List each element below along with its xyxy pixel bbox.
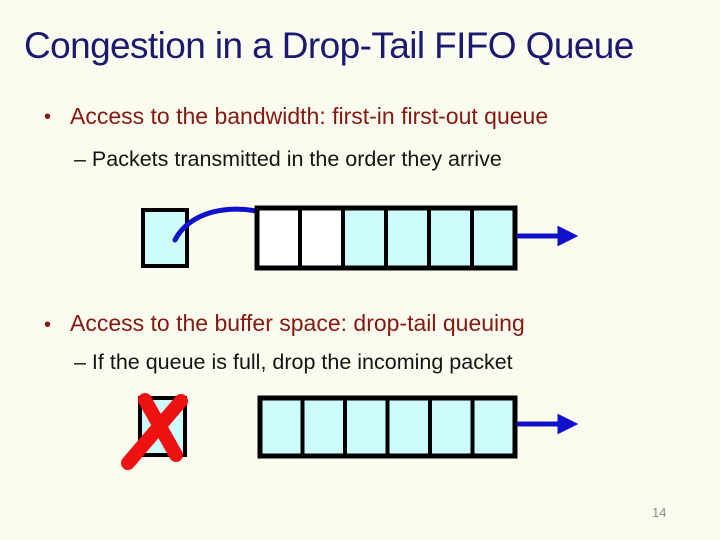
sub-bullet-fifo-order: – Packets transmitted in the order they …	[74, 147, 502, 171]
bullet-buffer-space: Access to the buffer space: drop-tail qu…	[70, 310, 525, 336]
drop-x-icon	[121, 393, 188, 470]
queue-frame	[257, 395, 518, 459]
queue-cell	[470, 206, 517, 270]
queue-cell	[385, 396, 432, 458]
queue-cell	[427, 206, 474, 270]
page-number: 14	[652, 505, 667, 520]
fifo-queue-diagram	[141, 205, 579, 271]
bullet-bandwidth: Access to the bandwidth: first-in first-…	[70, 103, 549, 129]
sub-bullet-drop-packet: – If the queue is full, drop the incomin…	[74, 350, 513, 374]
queue-cell	[343, 396, 390, 458]
queue-frame	[254, 205, 518, 271]
bullet-marker: •	[44, 106, 52, 128]
drop-tail-queue-diagram	[121, 393, 579, 470]
fifo-queue-cells	[255, 206, 517, 270]
queue-cell	[428, 396, 475, 458]
bullet-marker: •	[44, 314, 52, 336]
queue-cell	[470, 396, 517, 458]
queue-cell	[258, 396, 305, 458]
full-queue-cells	[258, 396, 517, 458]
queue-cell	[341, 206, 388, 270]
queue-cell	[384, 206, 431, 270]
queue-cell	[300, 396, 347, 458]
incoming-packet	[141, 208, 189, 268]
queue-cell	[298, 206, 345, 270]
slide-title: Congestion in a Drop-Tail FIFO Queue	[24, 25, 634, 66]
queue-cell	[255, 206, 302, 270]
